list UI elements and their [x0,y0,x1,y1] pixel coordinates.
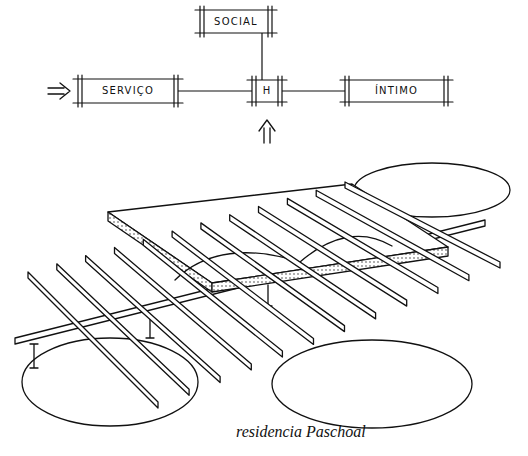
box-stroke [247,79,287,80]
box-stroke [447,76,448,106]
box-stroke [173,75,174,107]
box-stroke [443,76,444,106]
box-stroke [77,75,78,107]
box-stroke [247,101,287,102]
steel-beam [115,248,252,370]
box-stroke [73,102,183,103]
garden-ellipse [22,338,198,426]
box-stroke [255,76,256,106]
steel-beam [86,256,221,383]
zone-label: SERVIÇO [102,86,154,96]
zone-box: ÍNTIMO [345,80,448,102]
box-stroke [251,76,252,106]
garden-ellipse [272,340,472,428]
zone-label: SOCIAL [214,17,258,27]
zone-label: H [263,86,272,96]
zone-link [261,33,262,80]
box-stroke [340,101,453,102]
zone-box: SERVIÇO [78,79,178,103]
box-stroke [344,76,345,106]
zone-box: SOCIAL [200,10,272,33]
steel-beam [28,272,158,408]
zone-link [282,90,345,91]
slab-curve [175,253,300,280]
box-stroke [199,6,200,37]
box-stroke [195,9,277,10]
steel-beam [57,264,189,396]
box-stroke [281,76,282,106]
box-stroke [177,75,178,107]
box-stroke [271,6,272,37]
steel-beam [345,182,500,268]
entry-arrow [259,120,275,143]
entry-arrow [48,83,70,99]
box-stroke [267,6,268,37]
box-stroke [348,76,349,106]
box-stroke [73,78,183,79]
zone-label: ÍNTIMO [375,86,418,96]
zone-link [178,90,252,91]
sketch-caption: residencia Paschoal [236,423,366,441]
box-stroke [340,79,453,80]
box-stroke [277,76,278,106]
box-stroke [195,32,277,33]
support-post [30,344,38,368]
zone-box: H [252,80,282,102]
box-stroke [203,6,204,37]
box-stroke [81,75,82,107]
